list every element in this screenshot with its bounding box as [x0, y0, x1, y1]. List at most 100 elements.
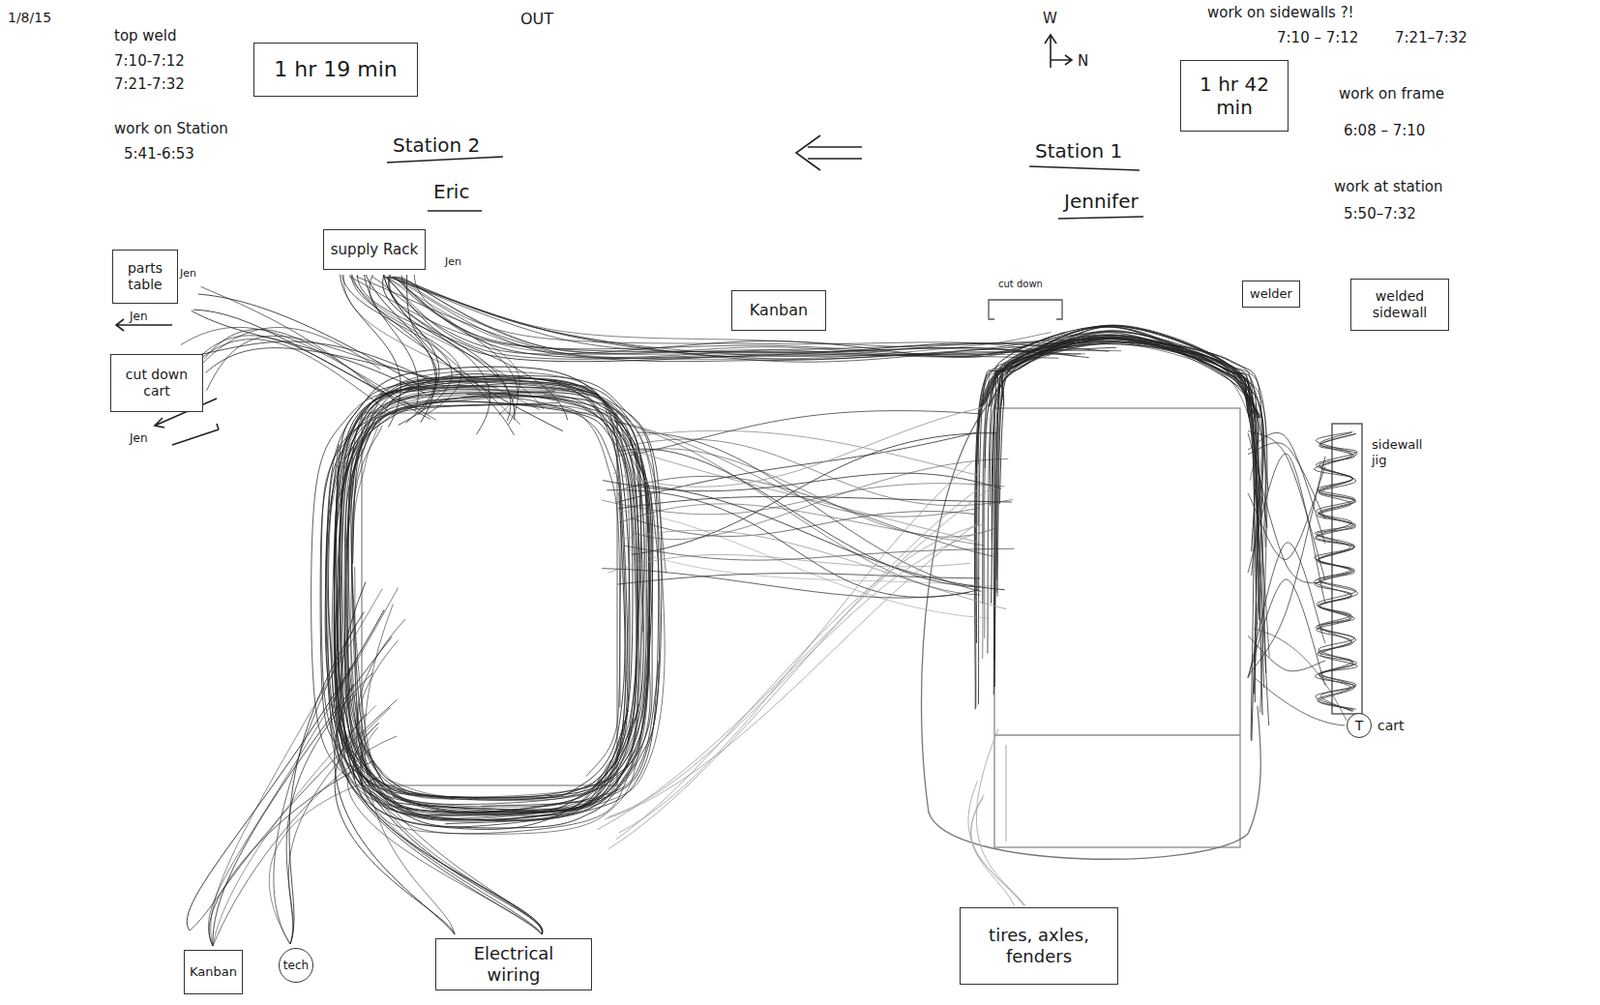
walk-path: [191, 310, 426, 393]
walk-path: [606, 490, 979, 598]
location-box: supply Rack: [323, 229, 426, 270]
location-box: 1 hr 42 min: [1180, 59, 1289, 132]
note-label: 5:50–7:32: [1341, 205, 1419, 223]
walk-path: [618, 448, 980, 588]
walk-path: [335, 377, 636, 812]
note-label: 1/8/15: [5, 9, 54, 27]
box-label: tech: [283, 958, 309, 973]
walk-path: [340, 582, 542, 935]
note-label: 5:41-6:53: [121, 145, 197, 163]
walk-path: [268, 776, 380, 945]
frame-line: [1005, 744, 1007, 842]
note-label: 6:08 – 7:10: [1341, 121, 1427, 140]
walk-path: [346, 397, 623, 796]
note-label: Station 2: [390, 133, 482, 157]
note-label: OUT: [518, 9, 556, 29]
walk-path: [352, 274, 438, 423]
walk-path: [624, 545, 1014, 561]
walk-path: [364, 603, 455, 935]
walk-path: [1253, 677, 1345, 726]
note-label: N: [1075, 52, 1091, 70]
walk-path: [201, 286, 377, 389]
box-label: T: [1355, 717, 1364, 735]
walk-path: [994, 344, 1268, 687]
walk-path: [385, 276, 1110, 362]
walk-path: [348, 371, 630, 819]
walk-path: [385, 276, 1051, 359]
location-box: cut down cart: [110, 354, 204, 413]
walk-path: [372, 276, 1054, 358]
walk-path: [996, 342, 1268, 713]
walk-path: [384, 276, 1059, 359]
walk-path: [976, 728, 1025, 906]
walk-path: [622, 475, 993, 557]
walk-path: [325, 381, 662, 813]
walk-path: [355, 640, 543, 935]
walk-path: [207, 588, 398, 947]
walk-path: [341, 389, 641, 798]
walk-path: [997, 326, 1264, 597]
walk-path: [616, 448, 994, 537]
compass: [1044, 34, 1072, 68]
walk-path: [979, 326, 1250, 418]
location-box: 1 hr 19 min: [253, 42, 418, 97]
note-label: 7:21-7:32: [112, 75, 187, 93]
circle-marker: T: [1346, 712, 1372, 739]
note-label: sidewall jig: [1369, 437, 1438, 468]
walk-path: [326, 394, 667, 823]
walk-path: [212, 705, 377, 947]
location-box: tires, axles, fenders: [959, 907, 1119, 985]
location-box: Kanban: [731, 290, 827, 331]
walk-path: [330, 660, 542, 935]
walk-path: [630, 411, 980, 456]
location-box: parts table: [112, 249, 178, 304]
box-label: 1 hr 19 min: [273, 57, 397, 83]
box-label: Electrical wiring: [445, 943, 582, 985]
walk-path: [204, 328, 394, 400]
walk-path: [994, 339, 1266, 660]
walk-path: [356, 619, 543, 935]
walk-path: [617, 510, 990, 619]
note-label: 7:10 – 7:12: [1274, 29, 1361, 47]
walk-path: [345, 393, 650, 798]
location-box: Electrical wiring: [435, 938, 593, 991]
note-label: 7:21–7:32: [1392, 29, 1470, 47]
note-label: Jen: [127, 431, 150, 445]
walk-path: [273, 624, 356, 945]
note-label: Jennifer: [1062, 189, 1141, 213]
walk-path: [981, 336, 1257, 418]
walk-path: [619, 530, 1007, 609]
walk-path: [982, 330, 1270, 658]
walk-path: [977, 338, 1260, 621]
walk-path: [351, 274, 462, 415]
walk-path: [975, 338, 1264, 709]
walk-path: [334, 683, 455, 935]
walk-path: [207, 335, 445, 391]
walk-path: [996, 336, 1267, 615]
walk-path: [984, 334, 1269, 726]
walk-path: [1247, 635, 1326, 672]
walk-path: [618, 496, 1012, 509]
walk-path: [342, 274, 452, 426]
walk-path: [333, 401, 652, 804]
walk-path: [337, 379, 644, 812]
walk-path: [634, 458, 1008, 539]
location-box: Kanban: [183, 949, 243, 995]
walk-path: [325, 376, 659, 828]
walk-path: [344, 376, 625, 830]
walk-path: [331, 379, 645, 821]
note-label: 7:10-7:12: [112, 52, 187, 70]
walk-path: [289, 612, 364, 945]
box-label: tires, axles, fenders: [966, 924, 1112, 967]
walk-path: [987, 334, 1260, 418]
box-label: welder: [1249, 286, 1293, 302]
walk-path: [286, 672, 373, 945]
station-frame: [361, 413, 618, 786]
note-label: work on sidewalls ?!: [1205, 3, 1357, 22]
walk-path: [1247, 579, 1326, 686]
note-label: top weld: [112, 27, 179, 45]
walk-path: [984, 330, 1262, 638]
walk-path: [347, 386, 625, 800]
walk-path: [632, 511, 975, 537]
circle-marker: tech: [278, 948, 314, 983]
